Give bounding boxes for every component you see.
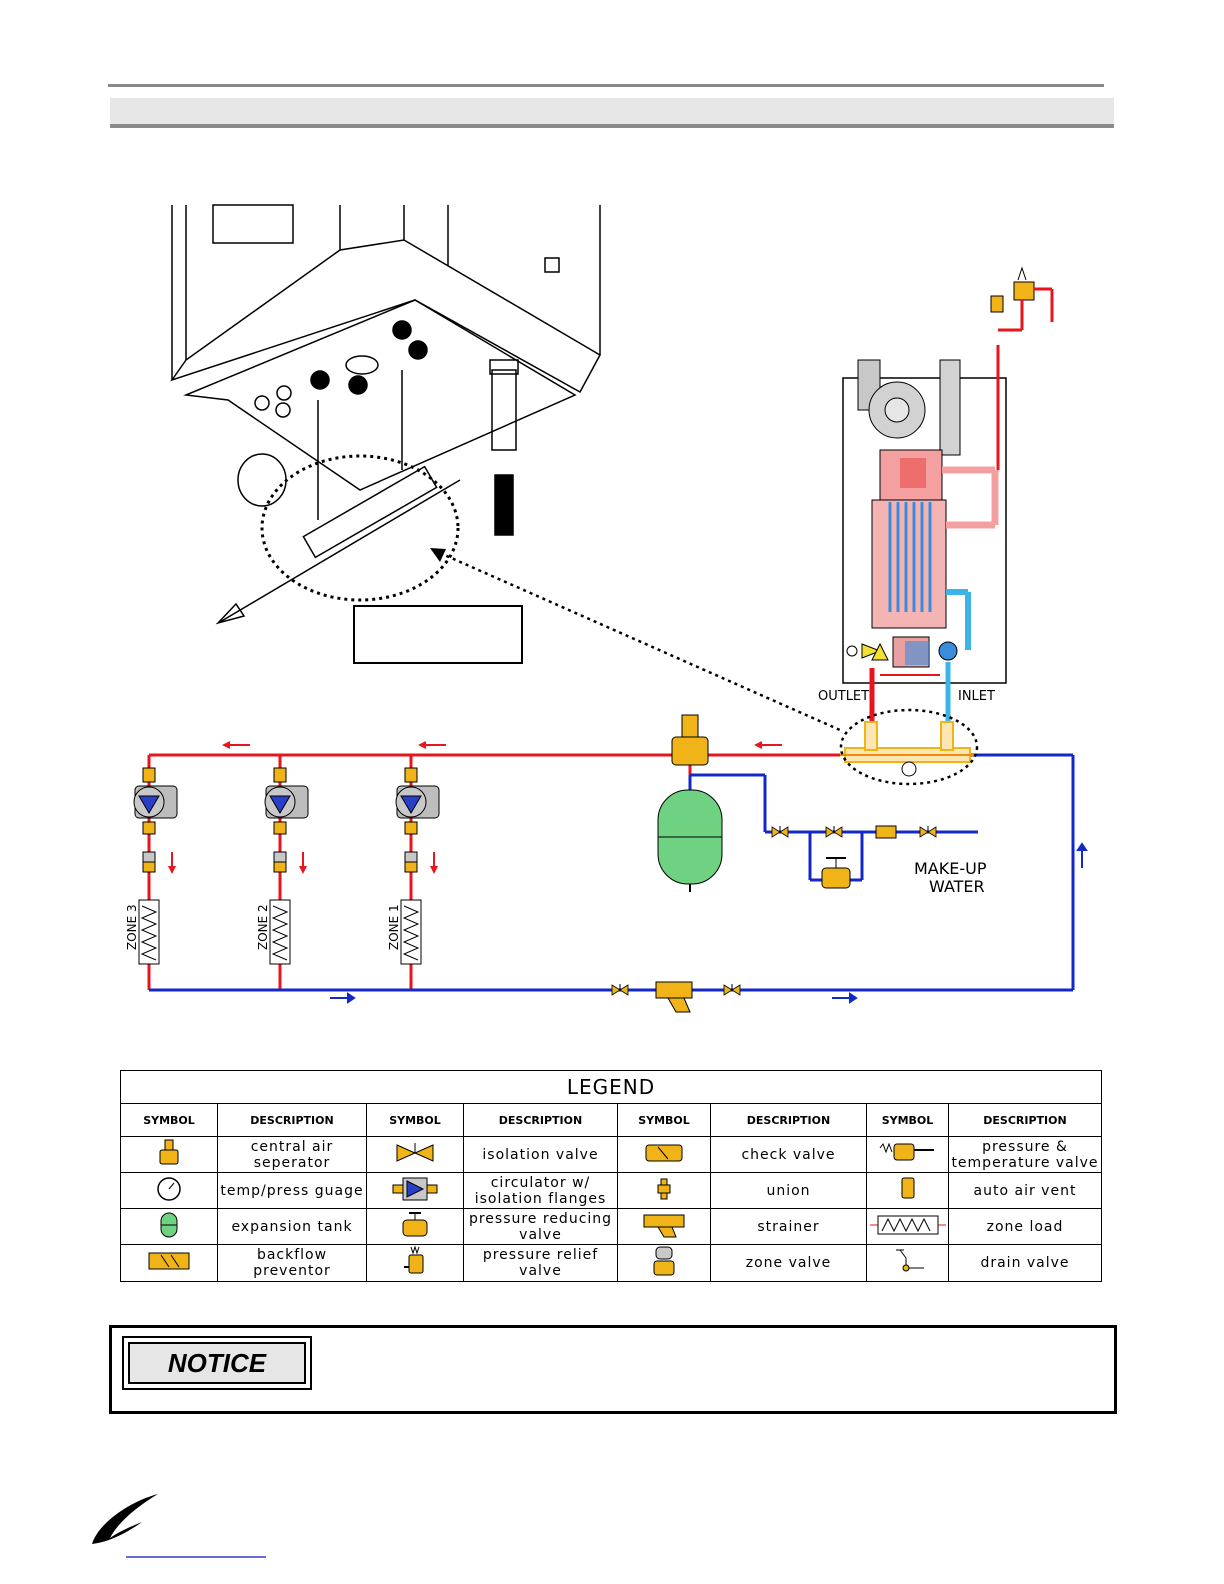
header-symbol: SYMBOL [120,1103,218,1137]
legend-desc: strainer [710,1208,867,1245]
isolation-valve-icon [396,1142,434,1162]
zone3-label: ZONE 3 [125,904,139,950]
supply-piping [147,753,840,990]
zone-1 [395,767,440,965]
footer-link-underline [126,1556,266,1558]
piping-diagram: ZONE 3 ZONE 2 ZONE 1 MAKE-UP WATER [125,204,1088,1013]
header-description: DESCRIPTION [463,1103,618,1137]
legend-desc: isolation valve [463,1136,618,1173]
air-separator [671,714,709,766]
header-description: DESCRIPTION [948,1103,1102,1137]
pressure-relief-valve-icon [404,1245,424,1274]
boiler-piping-detail [840,721,975,777]
strainer-icon [643,1214,685,1237]
legend-desc: circulator w/ isolation flanges [463,1172,618,1209]
header-symbol: SYMBOL [617,1103,711,1137]
boiler-illustration [170,204,602,625]
central-air-separator-icon [159,1139,179,1164]
section-banner [110,98,1114,128]
legend-desc: central air seperator [217,1136,367,1173]
auto-air-vent-icon [901,1177,914,1198]
legend-desc: pressure reducing valve [463,1208,618,1245]
pressure-relief-assembly [990,266,1054,332]
legend-desc: check valve [710,1136,867,1173]
legend-desc: temp/press guage [217,1172,367,1209]
legend-row: central air seperator isolation valve ch… [120,1136,1102,1173]
expansion-tank-icon [160,1212,178,1237]
zone2-label: ZONE 2 [256,904,270,950]
notice-label: NOTICE [128,1342,306,1384]
outlet-label: OUTLET [818,689,869,704]
temp-press-gauge-icon [157,1176,181,1201]
backflow-preventer [875,825,897,839]
legend-desc: auto air vent [948,1172,1102,1209]
makeup-label-1: MAKE-UP [914,859,987,878]
pressure-reducing-valve [821,857,851,889]
legend-desc: zone valve [710,1244,867,1282]
header-symbol: SYMBOL [366,1103,464,1137]
zone-3 [133,767,178,965]
legend-desc: drain valve [948,1244,1102,1282]
inlet-label: INLET [958,689,995,704]
drain-valve-icon [895,1249,924,1272]
legend-desc: backflow preventor [217,1244,367,1282]
detail-circle-2 [839,708,979,786]
backflow-preventor-icon [148,1252,190,1270]
strainer [655,981,693,1013]
pressure-temperature-valve-icon [879,1142,934,1160]
expansion-tank [657,775,723,892]
legend-desc: pressure relief valve [463,1244,618,1282]
header-description: DESCRIPTION [710,1103,867,1137]
legend-title: LEGEND [120,1070,1102,1104]
check-valve-icon [645,1144,683,1161]
legend-row: temp/press guage circulator w/ isolation… [120,1172,1102,1209]
zone-2 [264,767,309,965]
legend-row: backflow preventor pressure relief valve… [120,1244,1102,1282]
legend-desc: union [710,1172,867,1209]
pressure-reducing-valve-icon [402,1211,428,1236]
boiler-cutaway [842,345,1007,740]
zone-load-icon [869,1215,946,1234]
legend-desc: zone load [948,1208,1102,1245]
makeup-label-2: WATER [929,877,985,896]
brand-logo-icon [92,1494,158,1544]
notice-badge: NOTICE [122,1336,312,1390]
union-icon [657,1178,671,1199]
return-piping [149,753,1075,992]
legend-desc: pressure & temperature valve [948,1136,1102,1173]
legend-desc: expansion tank [217,1208,367,1245]
legend-row: expansion tank pressure reducing valve s… [120,1208,1102,1245]
zone1-label: ZONE 1 [387,904,401,950]
header-rule [108,84,1104,87]
notice-box [109,1325,1117,1414]
callout-box [353,605,523,664]
detail-circle [260,454,460,602]
header-symbol: SYMBOL [866,1103,949,1137]
header-description: DESCRIPTION [217,1103,367,1137]
circulator-icon [392,1177,438,1200]
zone-valve-icon [653,1246,675,1276]
legend-table: LEGEND SYMBOL DESCRIPTION SYMBOL DESCRIP… [120,1070,1102,1282]
